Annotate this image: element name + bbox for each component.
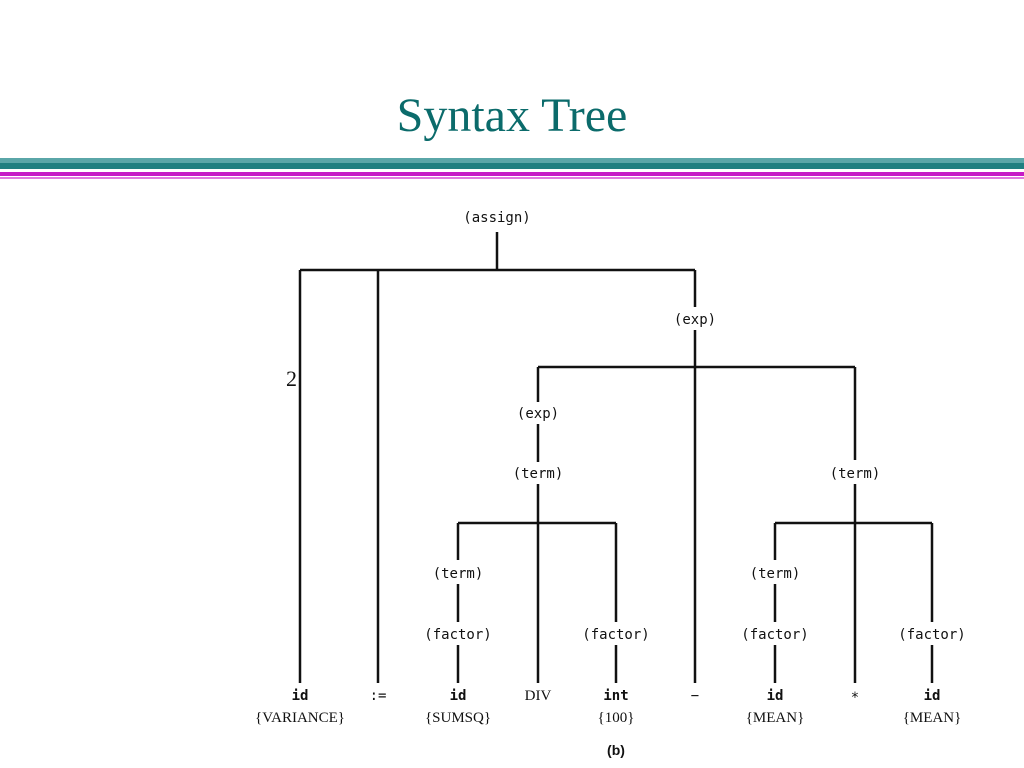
leaf-id-mean-1: id — [767, 688, 784, 704]
leaf-id-sumsq: id — [450, 688, 467, 704]
title-divider-teal — [0, 163, 1024, 169]
leaf-id-mean-2: id — [924, 688, 941, 704]
node-term-inner-left: (term) — [433, 566, 484, 582]
node-factor-mean2: (factor) — [898, 627, 965, 643]
node-term-inner-right: (term) — [750, 566, 801, 582]
leaf-mean-value-2: {MEAN} — [903, 710, 962, 726]
leaf-minus-op: − — [691, 688, 699, 704]
leaf-id-variance: id — [292, 688, 309, 704]
figure-caption: (b) — [607, 742, 625, 758]
leaf-times-op: * — [851, 690, 859, 706]
node-term-right: (term) — [830, 466, 881, 482]
leaf-int: int — [603, 688, 628, 704]
title-divider-magenta-light — [0, 177, 1024, 179]
leaf-int-value: {100} — [598, 710, 635, 726]
node-factor-sumsq: (factor) — [424, 627, 491, 643]
node-factor-100: (factor) — [582, 627, 649, 643]
leaf-assign-op: := — [370, 688, 387, 704]
leaf-mean-value-1: {MEAN} — [746, 710, 805, 726]
node-exp-left: (exp) — [517, 406, 559, 422]
tree-edges — [298, 232, 934, 683]
node-term-left: (term) — [513, 466, 564, 482]
node-assign: (assign) — [463, 210, 530, 226]
leaf-variance-value: {VARIANCE} — [255, 710, 345, 726]
node-exp-top: (exp) — [674, 312, 716, 328]
leaf-sumsq-value: {SUMSQ} — [425, 710, 491, 726]
node-factor-mean1: (factor) — [741, 627, 808, 643]
leaf-div-op: DIV — [525, 688, 552, 704]
margin-mark: 2 — [286, 366, 297, 391]
title-divider-magenta — [0, 172, 1024, 176]
title-divider-teal-light — [0, 158, 1024, 163]
slide-title: Syntax Tree — [396, 89, 628, 142]
